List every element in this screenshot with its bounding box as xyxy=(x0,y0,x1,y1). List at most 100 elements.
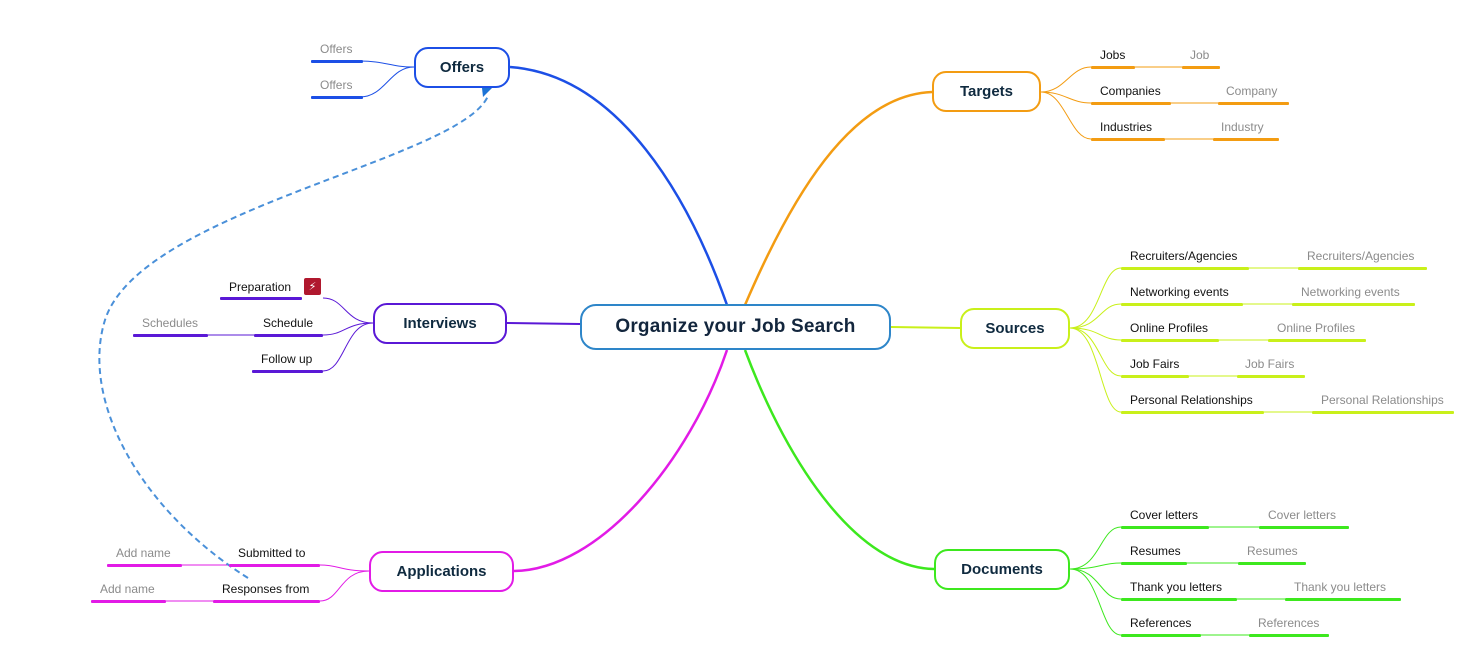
sources-sub-underline xyxy=(1292,303,1415,306)
targets-item-companies[interactable]: Companies xyxy=(1100,84,1161,98)
interviews-item-schedule[interactable]: Schedule xyxy=(263,316,314,330)
targets-sub-underline xyxy=(1218,102,1289,105)
applications-sub-add-name[interactable]: Add name xyxy=(116,546,171,560)
connector-applications xyxy=(513,349,729,573)
sources-item[interactable]: Recruiters/Agencies xyxy=(1130,249,1238,263)
sources-item-underline xyxy=(1121,267,1249,270)
documents-sub-underline xyxy=(1259,526,1349,529)
connector-sources-item xyxy=(1069,303,1122,329)
targets-item-jobs[interactable]: Jobs xyxy=(1100,48,1126,62)
sources-item[interactable]: Networking events xyxy=(1130,285,1229,299)
sources-sub-underline xyxy=(1312,411,1454,414)
connector-sources-item xyxy=(1069,327,1122,341)
connector-documents-item xyxy=(1069,526,1122,570)
relationship-arrow-icon xyxy=(482,88,492,97)
targets-item-industries[interactable]: Industries xyxy=(1100,120,1153,134)
sources-item[interactable]: Personal Relationships xyxy=(1130,393,1253,407)
documents-item-underline xyxy=(1121,598,1237,601)
sources-sub-underline xyxy=(1298,267,1427,270)
sources-sub[interactable]: Networking events xyxy=(1301,285,1400,299)
topic-offers[interactable]: Offers xyxy=(414,47,510,88)
sources-item[interactable]: Job Fairs xyxy=(1130,357,1180,371)
documents-sub[interactable]: Resumes xyxy=(1247,544,1298,558)
sources-sub[interactable]: Job Fairs xyxy=(1245,357,1295,371)
documents-item-underline xyxy=(1121,562,1187,565)
documents-sub[interactable]: Cover letters xyxy=(1268,508,1337,522)
interviews-item-underline xyxy=(220,297,302,300)
sources-sub[interactable]: Personal Relationships xyxy=(1321,393,1444,407)
offers-item[interactable]: Offers xyxy=(320,78,353,92)
connector-sources xyxy=(890,326,961,329)
connector-sources-item xyxy=(1069,267,1122,329)
documents-sub[interactable]: References xyxy=(1258,616,1320,630)
applications-sub-underline xyxy=(107,564,182,567)
targets-sub-underline xyxy=(1213,138,1279,141)
documents-item[interactable]: References xyxy=(1130,616,1192,630)
connector-documents-item xyxy=(1069,568,1122,600)
sources-item-underline xyxy=(1121,303,1243,306)
connector-targets-item xyxy=(1040,66,1092,93)
documents-item-underline xyxy=(1121,526,1209,529)
sources-sub[interactable]: Recruiters/Agencies xyxy=(1307,249,1415,263)
connector-targets-item xyxy=(1040,91,1092,140)
targets-sub-underline xyxy=(1182,66,1220,69)
offers-item[interactable]: Offers xyxy=(320,42,353,56)
sources-item-underline xyxy=(1121,339,1219,342)
offers-item-underline xyxy=(311,96,363,99)
connector-documents-item xyxy=(1069,568,1122,636)
documents-item-underline xyxy=(1121,634,1201,637)
sources-item[interactable]: Online Profiles xyxy=(1130,321,1209,335)
topic-sources[interactable]: Sources xyxy=(960,308,1070,349)
documents-sub-underline xyxy=(1285,598,1401,601)
sources-sub-underline xyxy=(1237,375,1305,378)
connector-offers-item xyxy=(359,60,415,68)
connector-offers-item xyxy=(359,66,415,98)
interviews-item-preparation[interactable]: Preparation xyxy=(229,280,292,294)
topic-interviews[interactable]: Interviews xyxy=(373,303,507,344)
documents-item[interactable]: Cover letters xyxy=(1130,508,1199,522)
connector-applications-item xyxy=(319,564,370,572)
connector-interviews xyxy=(506,322,581,325)
connector-interviews-item xyxy=(322,322,374,372)
applications-sub-underline xyxy=(91,600,166,603)
interviews-item-underline xyxy=(252,370,323,373)
offers-item-underline xyxy=(311,60,363,63)
documents-sub[interactable]: Thank you letters xyxy=(1294,580,1387,594)
topic-targets[interactable]: Targets xyxy=(932,71,1041,112)
targets-sub-job[interactable]: Job xyxy=(1190,48,1210,62)
connector-documents-item xyxy=(1069,562,1122,570)
targets-item-underline xyxy=(1091,102,1171,105)
central-topic[interactable]: Organize your Job Search xyxy=(580,304,891,350)
interviews-sub-underline xyxy=(133,334,208,337)
targets-item-underline xyxy=(1091,66,1135,69)
connector-interviews-item xyxy=(322,322,374,336)
interviews-sub-schedules[interactable]: Schedules xyxy=(142,316,199,330)
documents-item[interactable]: Thank you letters xyxy=(1130,580,1223,594)
applications-sub-add-name[interactable]: Add name xyxy=(100,582,155,596)
applications-item-underline xyxy=(213,600,320,603)
topic-applications[interactable]: Applications xyxy=(369,551,514,592)
connector-applications-item xyxy=(319,570,370,602)
sources-sub-underline xyxy=(1268,339,1366,342)
applications-item-responses-from[interactable]: Responses from xyxy=(222,582,310,596)
applications-item-submitted-to[interactable]: Submitted to xyxy=(238,546,306,560)
targets-sub-company[interactable]: Company xyxy=(1226,84,1278,98)
task-marker-icon[interactable]: ⚡ xyxy=(304,278,321,295)
connector-targets xyxy=(743,90,933,306)
connector-interviews-item xyxy=(322,297,374,324)
targets-sub-industry[interactable]: Industry xyxy=(1221,120,1264,134)
interviews-item-follow-up[interactable]: Follow up xyxy=(261,352,313,366)
sources-sub[interactable]: Online Profiles xyxy=(1277,321,1356,335)
topic-documents[interactable]: Documents xyxy=(934,549,1070,590)
documents-sub-underline xyxy=(1238,562,1306,565)
connector-offers xyxy=(509,65,729,306)
connector-targets-item xyxy=(1040,91,1092,104)
documents-sub-underline xyxy=(1249,634,1329,637)
connector-documents xyxy=(743,349,935,571)
connector-sources-item xyxy=(1069,327,1122,377)
sources-item-underline xyxy=(1121,411,1264,414)
targets-item-underline xyxy=(1091,138,1165,141)
documents-item[interactable]: Resumes xyxy=(1130,544,1181,558)
